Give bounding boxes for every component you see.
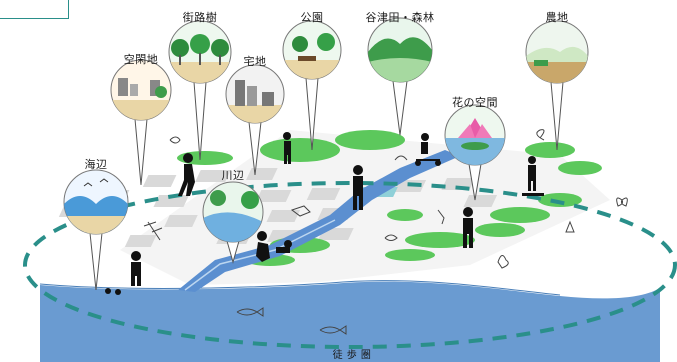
bird (394, 155, 408, 161)
label-walking-area: 徒 歩 圏 (332, 350, 372, 361)
snake (536, 129, 545, 141)
walking-boundary (23, 181, 677, 349)
bee (169, 136, 181, 144)
person-pointing (283, 132, 291, 164)
grasshopper (290, 205, 311, 217)
frog (384, 234, 398, 241)
green-areas (177, 130, 602, 266)
butterfly (616, 197, 628, 207)
fish-1 (236, 307, 264, 317)
person-seaside (131, 251, 141, 286)
fish-2 (319, 325, 347, 335)
rabbit (497, 255, 509, 269)
person-running (256, 231, 270, 262)
person-walking-1 (178, 153, 195, 196)
label-vacant-land: 空閑地 (123, 53, 159, 66)
label-valley-fields-forest: 谷津田・森林 (365, 11, 435, 24)
person-skateboard (522, 156, 544, 196)
label-residential: 宅地 (243, 55, 267, 68)
cicada (565, 220, 575, 233)
person-standing (353, 165, 363, 210)
dragonfly (143, 221, 163, 241)
people (105, 132, 544, 295)
label-street-trees: 街路樹 (182, 11, 218, 24)
sea-shore (39, 280, 561, 296)
pin-stems (89, 77, 564, 291)
creatures (143, 129, 628, 335)
label-park: 公園 (300, 11, 324, 24)
lizard (437, 209, 445, 225)
label-seaside: 海辺 (84, 158, 108, 171)
sea (40, 281, 660, 362)
label-farmland: 農地 (545, 11, 569, 24)
person-scooter (415, 133, 441, 166)
person-crawling (276, 240, 292, 253)
person-walking-2 (463, 207, 473, 248)
label-riverside: 川辺 (221, 169, 245, 182)
ground (120, 130, 610, 285)
corner-frame (0, 0, 69, 19)
label-flower-space: 花の空間 (452, 96, 498, 109)
